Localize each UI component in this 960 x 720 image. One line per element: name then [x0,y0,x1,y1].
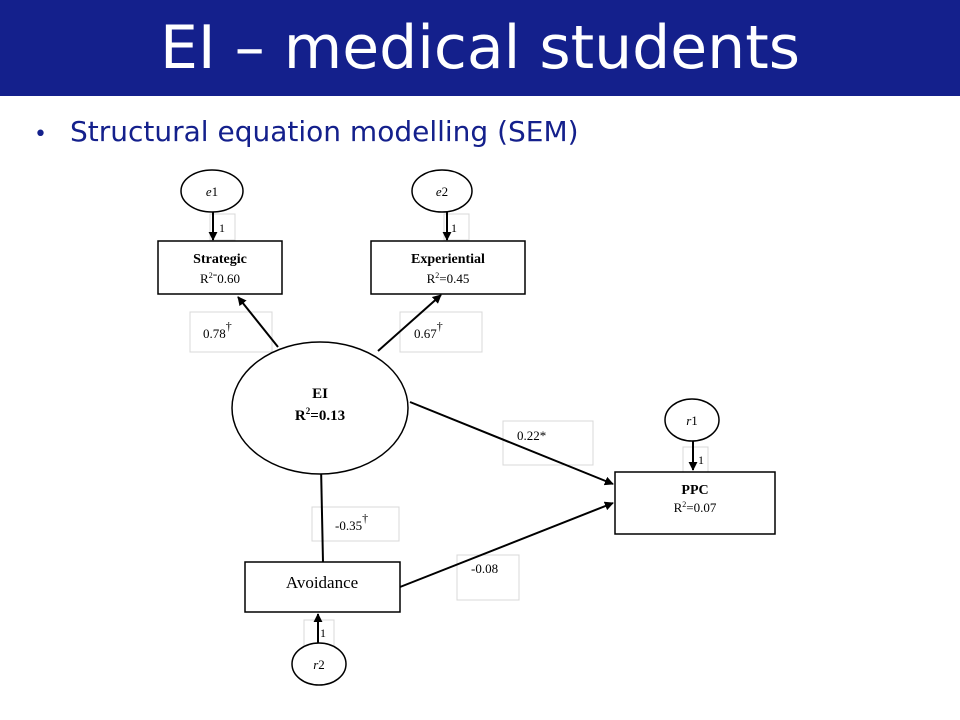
bullet-dot-icon: • [34,122,47,147]
arrow-avoidance-ei [316,465,326,563]
error-label-r1: r1 [686,413,698,428]
latent-node-ei [231,341,409,475]
error-node-e2 [411,169,473,213]
ei-name: EI [312,386,328,402]
label-box-e1 [209,213,236,241]
label-boxes [189,213,709,647]
avoidance-name: Avoidance [286,573,358,592]
observed-node-strategic [157,240,283,295]
ppc-r2: R2=0.07 [674,500,717,515]
bullet-item: • Structural equation modelling (SEM) [34,112,579,152]
arrow-ei-strategic [237,296,279,348]
loading-label-e1: 1 [219,221,225,235]
experiential-name: Experiential [411,252,485,267]
strategic-r2: R2=0.60 [200,271,240,286]
ppc-name: PPC [681,483,708,498]
slide-title: EI – medical students [160,13,800,83]
arrow-ei-ppc [409,401,614,486]
strategic-name: Strategic [193,252,247,267]
loading-label-r1: 1 [698,453,704,467]
label-box-r1 [682,446,709,474]
coef-ei-strategic: 0.78† [203,319,232,341]
experiential-r2: R2=0.45 [427,271,470,286]
error-node-e1 [180,169,244,213]
error-node-r1 [664,398,720,442]
coef-avoidance-ppc: -0.08 [471,561,498,576]
arrow-ei-experiential [377,294,442,352]
loading-label-e2: 1 [451,221,457,235]
coef-ei-experiential: 0.67† [414,319,443,341]
observed-node-ppc [614,471,776,535]
observed-node-experiential [370,240,526,295]
coef-ei-ppc: 0.22* [517,428,546,443]
error-node-r2 [291,642,347,686]
label-box-ei-strategic [189,311,273,353]
bullet-text: Structural equation modelling (SEM) [70,115,579,148]
coef-avoidance-ei: -0.35† [335,511,368,533]
label-box-ei-ppc [502,420,594,466]
error-label-e1: e1 [206,184,218,199]
label-box-avoidance-ei [311,506,400,542]
error-label-r2: r2 [313,657,325,672]
title-bar [0,0,960,96]
error-label-e2: e2 [436,184,448,199]
label-box-avoidance-ppc [456,554,520,601]
ei-r2: R2=0.13 [295,406,345,424]
path-arrows [208,212,698,643]
loading-label-r2: 1 [320,626,326,640]
arrow-avoidance-ppc [399,501,614,588]
label-box-e2 [443,213,470,241]
observed-node-avoidance [244,561,401,613]
